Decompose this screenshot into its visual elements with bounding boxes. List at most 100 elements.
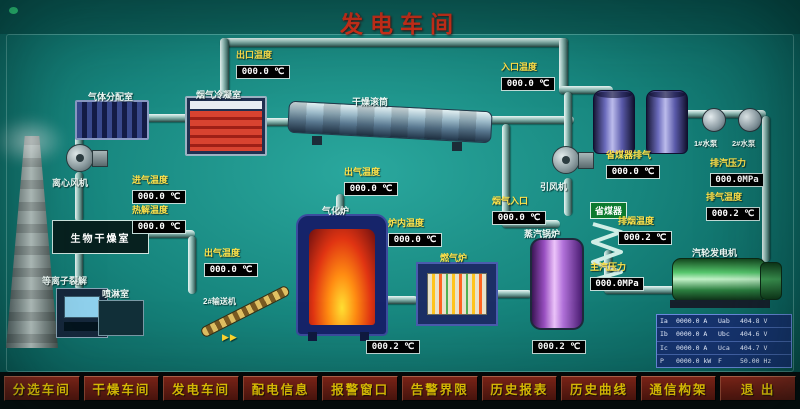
flow-arrows: ▶▶	[222, 332, 238, 342]
page-title: 发电车间	[340, 11, 460, 37]
cell: 404.7 V	[740, 343, 768, 352]
pump-2	[738, 108, 762, 132]
economizer-label: 省煤器	[590, 202, 628, 219]
pipe-gasifier-to-furnace	[382, 296, 418, 304]
gasifier-flame	[309, 229, 375, 325]
pipe-bioroom-down	[75, 250, 83, 290]
gauge-inlet-temp-top: 入口温度 000.0 ℃	[501, 62, 555, 91]
gauge-value: 000.0 ℃	[132, 220, 186, 234]
generator-base	[670, 300, 770, 308]
pipe-furnace-to-boiler	[490, 290, 532, 298]
cell: Ia	[660, 317, 668, 326]
flue-condenser	[185, 96, 267, 156]
gauge-value: 000.0 ℃	[606, 165, 660, 179]
menu-button-sorting-workshop[interactable]: 分选车间	[4, 376, 80, 401]
bottom-menu-bar: 分选车间 干燥车间 发电车间 配电信息 报警窗口 告警界限 历史报表 历史曲线 …	[0, 372, 800, 409]
table-row: P 0000.0 kW F 50.00 Hz	[657, 355, 791, 367]
pipe-dist-to-condenser	[140, 114, 190, 122]
menu-button-exit[interactable]: 退 出	[720, 376, 796, 401]
pipe-economizer-down	[604, 250, 612, 292]
gauge-boiler-bottom-temp: 000.2 ℃	[532, 336, 586, 354]
pipe-fan-column	[564, 92, 572, 154]
status-dot	[9, 7, 18, 14]
conveyor-belt	[199, 284, 291, 339]
gauge-label: 排气温度	[706, 192, 743, 202]
gauge-value: 000.0 ℃	[344, 182, 398, 196]
water-tank-1	[593, 90, 635, 154]
pump-1	[702, 108, 726, 132]
cell: 404.8 V	[740, 317, 768, 326]
gauge-furnace-bottom-temp: 000.2 ℃	[366, 336, 420, 354]
spray-room	[98, 300, 144, 336]
table-row: Ia 0000.0 A Uab 404.8 V	[657, 315, 791, 329]
cell: 0000.0 A	[676, 330, 708, 339]
induced-fan-label: 引风机	[540, 182, 568, 192]
condenser-hot-zone	[190, 111, 262, 151]
menu-button-power-workshop[interactable]: 发电车间	[163, 376, 239, 401]
cell: Uab	[718, 317, 730, 326]
gasifier-label: 气化炉	[322, 206, 350, 216]
gauge-value: 000.0 ℃	[501, 77, 555, 91]
drying-drum-label: 干燥滚筒	[352, 97, 389, 107]
condenser-top-band	[190, 101, 262, 109]
gauge-flue-inlet-temp: 烟气入口 000.0 ℃	[492, 196, 546, 225]
cell: Ib	[660, 330, 668, 339]
gasifier-leg	[360, 332, 369, 341]
pipe-bioroom-right	[145, 230, 195, 238]
spray-room-label: 喷淋室	[102, 289, 130, 299]
pipe-drum-out	[486, 116, 574, 124]
gauge-intake-temp: 进气温度 000.0 ℃	[132, 175, 186, 204]
menu-button-history-report[interactable]: 历史报表	[481, 376, 558, 401]
steam-plume	[0, 116, 66, 166]
steam-boiler-label: 蒸汽锅炉	[524, 229, 561, 239]
plasma-slot	[64, 322, 98, 331]
menu-button-distribution-info[interactable]: 配电信息	[242, 376, 319, 401]
gauge-value: 000.0MPa	[590, 277, 644, 291]
pipe-gasifier-top	[336, 194, 344, 218]
gauge-outgas-temp-left: 出气温度 000.0 ℃	[204, 248, 258, 277]
gauge-value: 000.0 ℃	[492, 211, 546, 225]
turbine-generator-label: 汽轮发电机	[692, 248, 738, 258]
gauge-main-steam-pressure: 主汽压力 000.0MPa	[590, 262, 644, 291]
cell: Uca	[718, 343, 730, 352]
gauge-economizer-exhaust-temp: 省煤器排气 000.0 ℃	[606, 150, 660, 179]
menu-button-drying-workshop[interactable]: 干燥车间	[83, 376, 160, 401]
induced-fan	[552, 146, 580, 174]
pipe-condenser-to-drum	[258, 118, 294, 126]
plasma-window	[64, 296, 100, 318]
steam-boiler	[530, 238, 584, 330]
chimney-tower	[6, 136, 58, 348]
gauge-label: 出口温度	[236, 50, 273, 60]
menu-button-history-curve[interactable]: 历史曲线	[561, 376, 637, 401]
gauge-label: 排汽压力	[710, 158, 747, 168]
pipe-right-riser	[559, 38, 568, 94]
menu-button-comm-framework[interactable]: 通信构架	[640, 376, 717, 401]
gauge-value: 000.2 ℃	[706, 207, 760, 221]
gauge-label: 排烟温度	[618, 216, 655, 226]
gauge-value: 000.2 ℃	[618, 231, 672, 245]
gauge-label: 热解温度	[132, 205, 169, 215]
generator-data-panel: Ia 0000.0 A Uab 404.8 V Ib 0000.0 A Ubc …	[656, 314, 792, 368]
gauge-value: 000.2 ℃	[532, 340, 586, 354]
gauge-value: 000.2 ℃	[366, 340, 420, 354]
centrifugal-fan-motor	[92, 150, 108, 167]
top-strip	[0, 0, 800, 34]
pipe-right-edge	[762, 116, 770, 262]
gauge-label: 主汽压力	[590, 262, 627, 272]
gas-furnace	[416, 262, 498, 326]
gauge-smoke-exhaust-temp: 排烟温度 000.2 ℃	[618, 216, 672, 245]
gauge-value: 000.0 ℃	[132, 190, 186, 204]
gauge-label: 入口温度	[501, 62, 538, 72]
gauge-label: 进气温度	[132, 175, 169, 185]
cell: 0000.0 A	[676, 343, 708, 352]
gauge-label: 烟气入口	[492, 196, 529, 206]
gasifier-leg	[308, 332, 317, 341]
gauge-label: 省煤器排气	[606, 150, 652, 160]
cell: Ic	[660, 343, 668, 352]
menu-button-alarm-window[interactable]: 报警窗口	[322, 376, 398, 401]
drum-support	[452, 142, 462, 151]
gauge-label: 出气温度	[344, 167, 381, 177]
menu-button-alarm-limits[interactable]: 告警界限	[401, 376, 478, 401]
pipe-fan-to-bioroom	[75, 172, 83, 222]
gauge-value: 000.0 ℃	[388, 233, 442, 247]
